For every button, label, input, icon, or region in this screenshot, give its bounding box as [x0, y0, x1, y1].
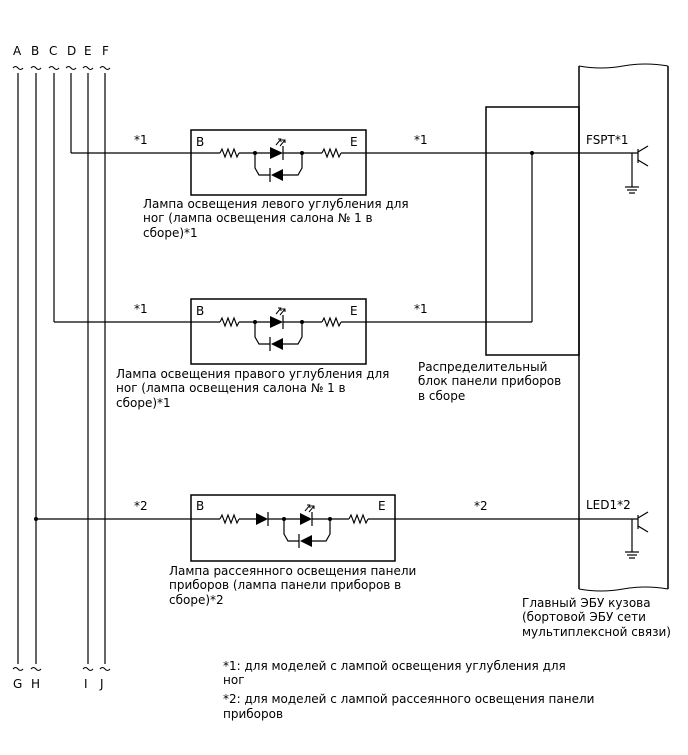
- bus-lines: [17, 73, 106, 664]
- panel-lamp-component: B E: [190, 494, 396, 562]
- break-marks-bottom: [12, 667, 111, 671]
- footnote-1: *1: для моделей с лампой освещения углуб…: [223, 659, 570, 687]
- wire-mark: *1: [134, 133, 148, 147]
- connector-label-b: B: [31, 44, 39, 58]
- pin-b-label: B: [196, 135, 204, 149]
- pin-e-label: E: [350, 304, 358, 318]
- connector-label-j: J: [99, 677, 104, 691]
- left-lamp-component: B E: [190, 129, 367, 196]
- connector-label-d: D: [67, 44, 76, 58]
- connector-label-a: A: [13, 44, 22, 58]
- terminal-led1-label: LED1*2: [586, 498, 631, 512]
- transistor-fspt: [625, 145, 649, 194]
- wire-row1: [71, 152, 638, 322]
- junction-block-label: Распределительный блок панели приборов в…: [418, 360, 565, 403]
- terminal-fspt-label: FSPT*1: [586, 133, 629, 147]
- footnote-2: *2: для моделей с лампой рассеянного осв…: [223, 692, 598, 721]
- left-lamp-label: Лампа освещения левого углубления для но…: [143, 197, 412, 240]
- body-ecu: [578, 63, 669, 592]
- connector-label-f: F: [102, 44, 109, 58]
- pin-b-label: B: [196, 499, 204, 513]
- wire-mark: *1: [414, 133, 428, 147]
- transistor-led1: [625, 511, 649, 559]
- connector-label-e: E: [84, 44, 92, 58]
- connector-label-i: I: [84, 677, 88, 691]
- wire-mark: *2: [474, 499, 488, 513]
- body-ecu-label: Главный ЭБУ кузова (бортовой ЭБУ сети му…: [522, 596, 671, 639]
- panel-lamp-label: Лампа рассеянного освещения панели прибо…: [169, 564, 420, 607]
- connector-label-h: H: [31, 677, 40, 691]
- junction-dot: [530, 151, 534, 155]
- junction-dot: [34, 517, 38, 521]
- right-lamp-label: Лампа освещения правого углубления для н…: [116, 367, 393, 410]
- pin-b-label: B: [196, 304, 204, 318]
- connector-label-c: C: [49, 44, 57, 58]
- break-marks-top: [12, 66, 111, 70]
- connector-label-g: G: [13, 677, 22, 691]
- pin-e-label: E: [378, 499, 386, 513]
- pin-e-label: E: [350, 135, 358, 149]
- wire-mark: *1: [134, 302, 148, 316]
- right-lamp-component: B E: [190, 298, 367, 365]
- wire-mark: *2: [134, 499, 148, 513]
- wire-mark: *1: [414, 302, 428, 316]
